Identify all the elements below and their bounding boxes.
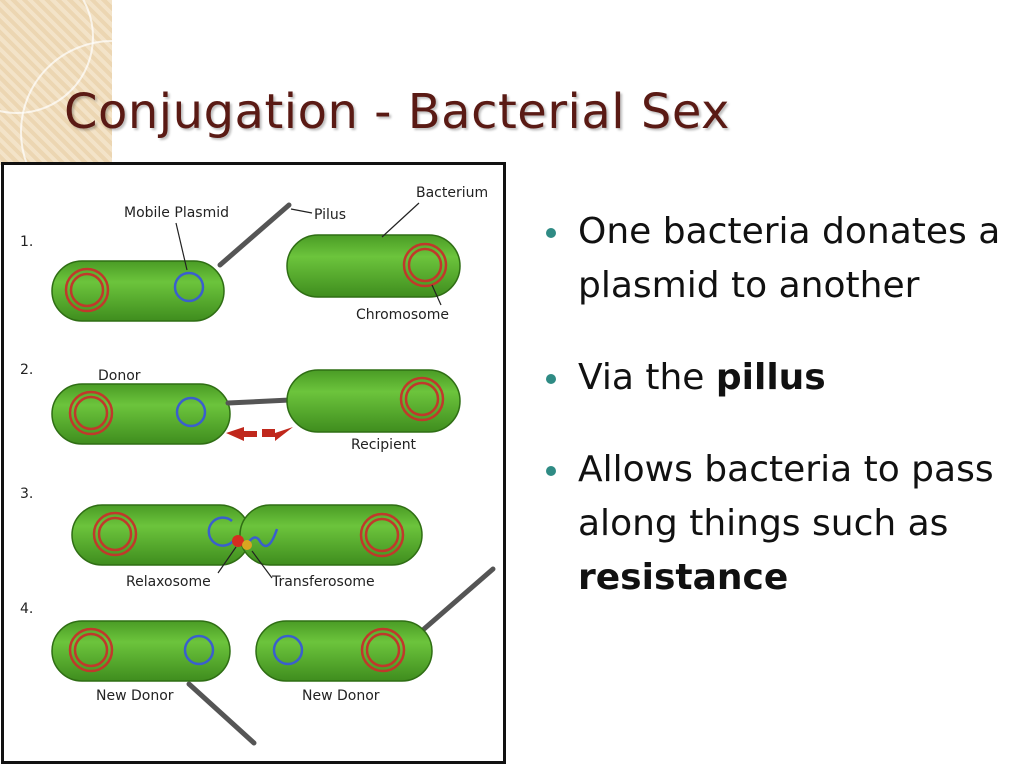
- chromosome-ring: [404, 381, 440, 417]
- bullet-dot-icon: [546, 466, 556, 476]
- recipient-cell: [239, 504, 423, 566]
- mobile-plasmid-label: Mobile Plasmid: [124, 205, 229, 221]
- chromosome-ring: [402, 242, 448, 288]
- pilus-label: Pilus: [314, 207, 346, 223]
- new-donor-label: New Donor: [96, 688, 174, 704]
- plasmid-transfer-strand: [207, 516, 235, 547]
- slide-title: Conjugation - Bacterial Sex: [64, 84, 730, 140]
- corner-decoration: [0, 0, 112, 165]
- bullet-bold-text: pillus: [715, 357, 826, 398]
- chromosome-ring: [365, 632, 401, 668]
- diagram-svg: 1. 2. 3. 4. Mobile Plasmid Pilus Bacteri…: [20, 185, 496, 746]
- bullet-dot-icon: [546, 228, 556, 238]
- chromosome-ring: [64, 267, 110, 313]
- chromosome-ring: [364, 517, 400, 553]
- arrow-right-icon: [226, 427, 257, 441]
- chromosome-ring: [359, 512, 405, 558]
- pointer-line: [431, 284, 442, 306]
- relaxosome-dot: [232, 535, 244, 547]
- pointer-line: [175, 222, 188, 271]
- step-label-2: 2.: [20, 362, 33, 378]
- chromosome-ring: [73, 395, 109, 431]
- pilus-connected: [225, 397, 293, 406]
- donor-cell: [51, 383, 231, 445]
- transferosome-label: Transferosome: [271, 574, 375, 590]
- bullet-text: Via the: [578, 357, 716, 398]
- bullet-dot-icon: [546, 374, 556, 384]
- new-donor-cell: [51, 620, 231, 682]
- donor-label: Donor: [98, 368, 141, 384]
- new-donor-cell: [255, 620, 433, 682]
- recipient-cell: [286, 234, 461, 298]
- chromosome-ring: [360, 627, 406, 673]
- bullet-text: Allows bacteria to pass along things suc…: [578, 449, 994, 544]
- chromosome-label: Chromosome: [356, 307, 449, 323]
- chromosome-ring: [399, 376, 445, 422]
- pointer-line: [251, 550, 273, 579]
- chromosome-ring: [68, 627, 114, 673]
- chromosome-ring: [69, 272, 105, 308]
- plasmid-transfer-strand: [245, 528, 279, 548]
- conjugation-diagram: 1. 2. 3. 4. Mobile Plasmid Pilus Bacteri…: [1, 162, 506, 764]
- recipient-label: Recipient: [351, 437, 417, 453]
- bullet-item: One bacteria donates a plasmid to anothe…: [544, 205, 1014, 313]
- plasmid-ring: [175, 396, 207, 428]
- pointer-line: [217, 546, 237, 574]
- plasmid-ring: [183, 634, 215, 666]
- step-label-4: 4.: [20, 601, 33, 617]
- pilus-extended: [217, 202, 292, 268]
- chromosome-ring: [68, 390, 114, 436]
- transferosome-dot: [242, 540, 252, 550]
- pilus-extended: [421, 566, 496, 632]
- bullet-list: One bacteria donates a plasmid to anothe…: [544, 205, 1014, 643]
- bullet-item: Allows bacteria to pass along things suc…: [544, 443, 1014, 605]
- chromosome-ring: [92, 511, 138, 557]
- bacterium-label: Bacterium: [416, 185, 488, 201]
- chromosome-ring: [73, 632, 109, 668]
- arrow-left-icon: [262, 427, 293, 441]
- bullet-item: Via the pillus: [544, 351, 1014, 405]
- chromosome-ring: [97, 516, 133, 552]
- pointer-line: [381, 202, 420, 238]
- bullet-bold-text: resistance: [578, 557, 789, 598]
- pointer-line: [290, 208, 313, 214]
- plasmid-ring: [272, 634, 304, 666]
- relaxosome-label: Relaxosome: [126, 574, 211, 590]
- recipient-cell: [286, 369, 461, 433]
- step-label-3: 3.: [20, 486, 33, 502]
- pilus-extended: [186, 681, 257, 746]
- new-donor-label: New Donor: [302, 688, 380, 704]
- plasmid-ring: [173, 271, 205, 303]
- chromosome-ring: [407, 247, 443, 283]
- bullet-text: One bacteria donates a plasmid to anothe…: [578, 211, 1001, 306]
- step-label-1: 1.: [20, 234, 33, 250]
